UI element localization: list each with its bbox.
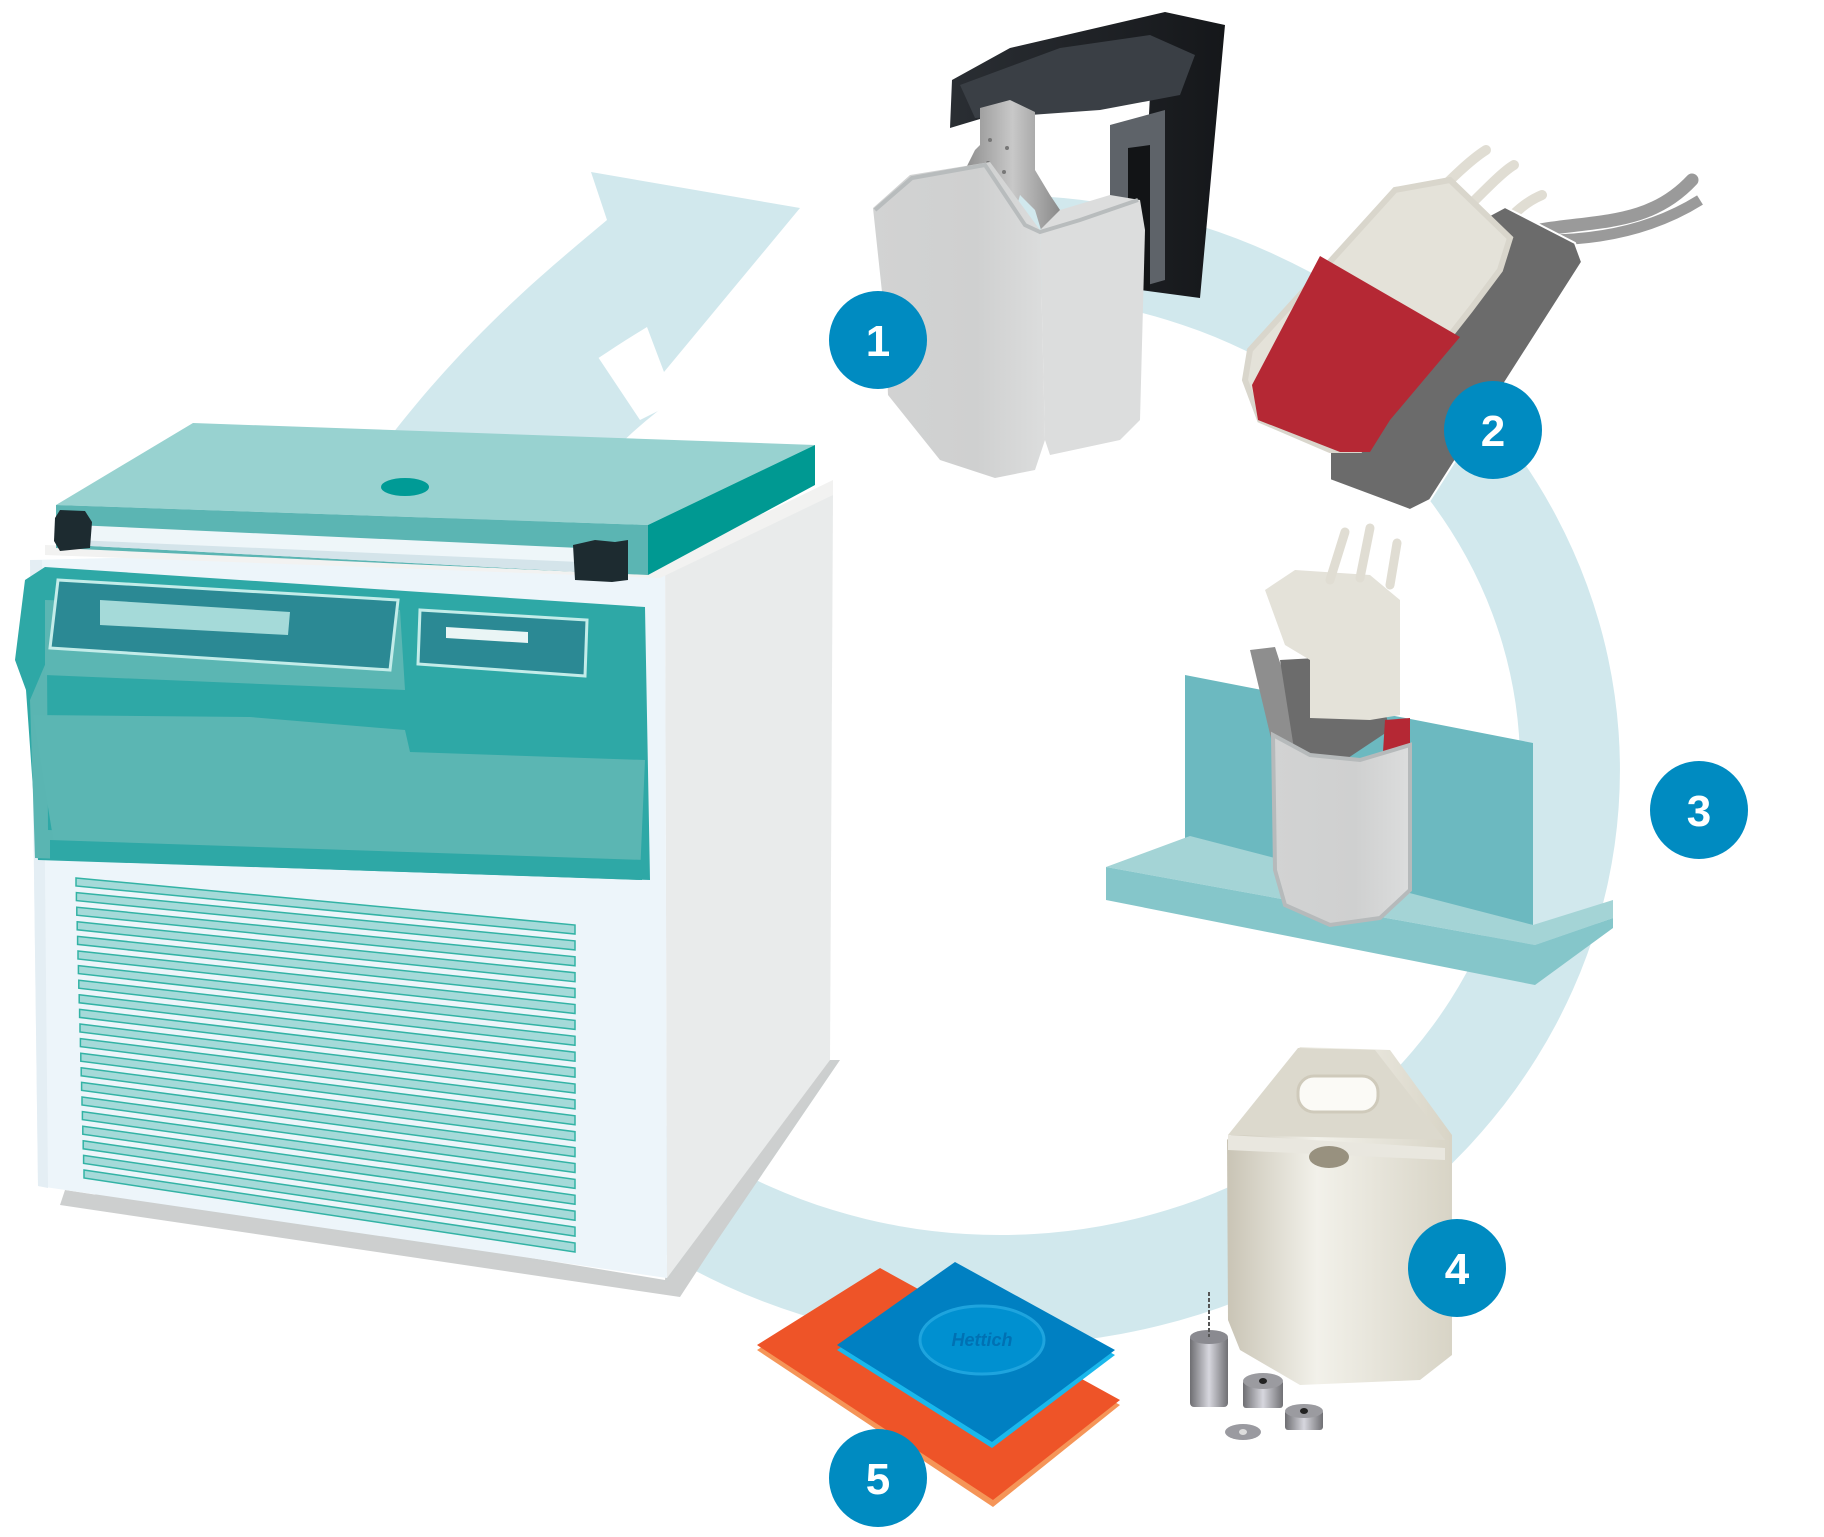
vent-slat	[80, 1081, 576, 1158]
handle-cap-right	[573, 540, 628, 582]
display-secondary	[418, 610, 587, 676]
vent-slat	[78, 979, 576, 1047]
vent-slat	[77, 964, 576, 1031]
vent-slat	[79, 1023, 576, 1094]
cycle-arrowhead-icon	[380, 172, 800, 450]
blood-fill	[1252, 256, 1460, 452]
vent-slat	[82, 1139, 576, 1222]
display-secondary-readout	[446, 627, 528, 643]
step-4-balance-container-illustration	[1190, 1047, 1452, 1440]
vent-grille	[75, 877, 576, 1253]
handle-cap-left	[54, 510, 92, 551]
pad-logo-text: Hettich	[951, 1330, 1012, 1350]
step-badge-5: 5	[829, 1429, 927, 1527]
vent-slat	[82, 1154, 576, 1237]
vent-slat	[75, 877, 576, 935]
vent-slat	[76, 906, 576, 967]
svg-text:5: 5	[866, 1455, 890, 1504]
vent-slat	[83, 1169, 576, 1253]
svg-text:3: 3	[1687, 787, 1711, 836]
step-5-balance-pads-illustration: Hettich	[757, 1262, 1120, 1507]
vent-slat	[77, 950, 576, 1015]
svg-text:2: 2	[1481, 407, 1505, 456]
step-1-bucket-illustration	[873, 12, 1225, 478]
vent-slat	[81, 1110, 576, 1190]
svg-text:1: 1	[866, 317, 890, 366]
vent-slat	[80, 1052, 576, 1126]
step-badge-3: 3	[1650, 761, 1748, 859]
vent-slat	[82, 1125, 576, 1206]
step-badge-1: 1	[829, 291, 927, 389]
lid-port	[381, 478, 429, 496]
vent-slat	[75, 891, 576, 951]
vent-slat	[81, 1096, 576, 1174]
centrifuge	[15, 423, 840, 1297]
step-badge-4: 4	[1408, 1219, 1506, 1317]
vent-slat	[76, 935, 576, 999]
pad-logo-disc	[918, 1304, 1046, 1376]
svg-text:4: 4	[1445, 1245, 1470, 1294]
step-badge-2: 2	[1444, 381, 1542, 479]
container-handle-slot	[1296, 1074, 1380, 1114]
vent-slat	[78, 993, 576, 1063]
vent-slat	[79, 1037, 576, 1110]
step-2-blood-bag-illustration	[1241, 145, 1703, 512]
step-3-shelf-illustration	[1106, 523, 1613, 985]
display-main-readout	[100, 600, 290, 635]
vent-slat	[76, 920, 576, 983]
vent-slat	[80, 1066, 576, 1142]
vent-slat	[78, 1008, 576, 1078]
